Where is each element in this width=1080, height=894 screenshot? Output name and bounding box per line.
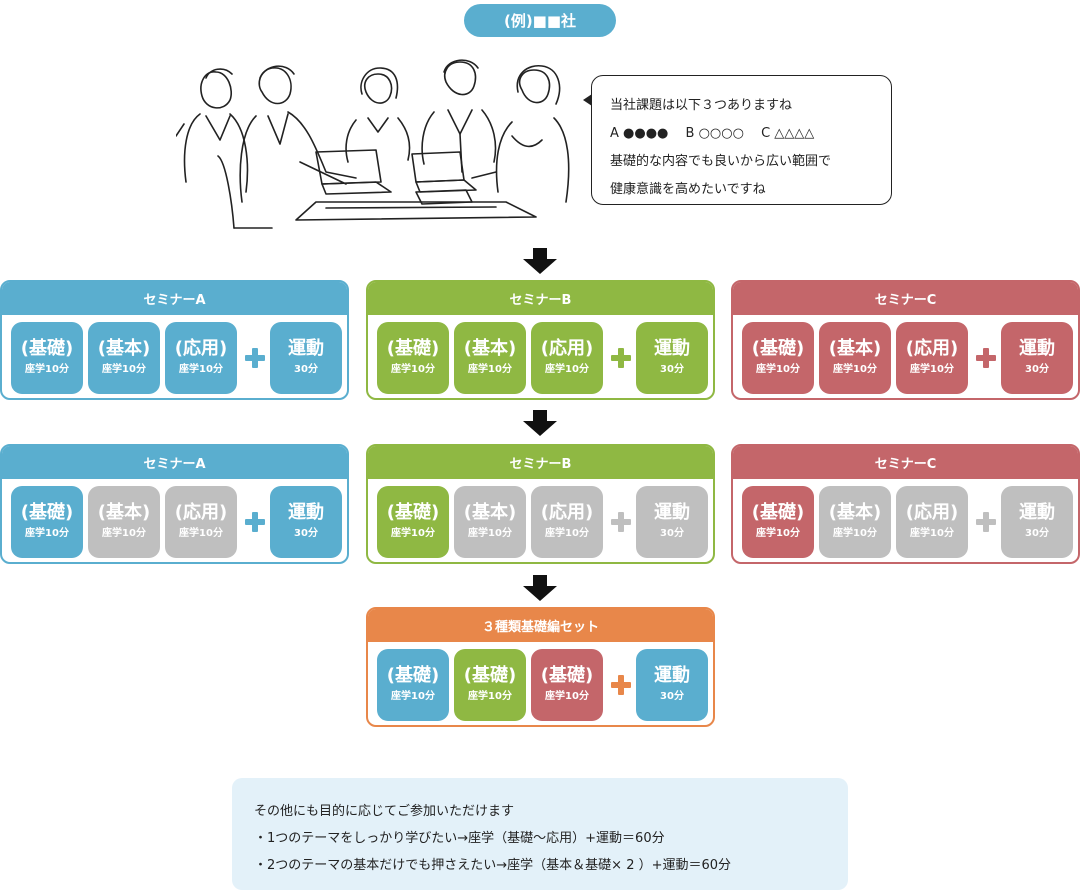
seminar-title: セミナーC bbox=[733, 446, 1078, 479]
lecture-tile-applied-inactive: (応用)座学10分 bbox=[531, 486, 603, 558]
lecture-tile-fundamental-inactive: (基本)座学10分 bbox=[454, 486, 526, 558]
down-arrow-icon bbox=[523, 575, 557, 601]
bubble-line: 基礎的な内容でも良いから広い範囲で bbox=[610, 154, 832, 169]
seminar-title: セミナーA bbox=[2, 446, 347, 479]
seminar-title: セミナーB bbox=[368, 282, 713, 315]
other-options-notes: その他にも目的に応じてご参加いただけます ・1つのテーマをしっかり学びたい→座学… bbox=[232, 778, 848, 890]
seminar-title: セミナーB bbox=[368, 446, 713, 479]
set-title: ３種類基礎編セット bbox=[368, 609, 713, 642]
plus-icon bbox=[611, 675, 631, 695]
down-arrow-icon bbox=[523, 410, 557, 436]
speech-bubble: 当社課題は以下３つありますね A ●●●● B ○○○○ C △△△△ 基礎的な… bbox=[583, 75, 892, 205]
plus-icon bbox=[611, 512, 631, 532]
lecture-tile-fundamental: (基本)座学10分 bbox=[88, 322, 160, 394]
lecture-tile-fundamental-inactive: (基本)座学10分 bbox=[88, 486, 160, 558]
lecture-tile-fundamental: (基本)座学10分 bbox=[819, 322, 891, 394]
notes-line: ・1つのテーマをしっかり学びたい→座学（基礎～応用）+運動＝60分 bbox=[254, 831, 665, 846]
plus-icon bbox=[245, 348, 265, 368]
basic-set-three-kinds: ３種類基礎編セット (基礎)座学10分 (基礎)座学10分 (基礎)座学10分 … bbox=[366, 607, 715, 727]
down-arrow-icon bbox=[523, 248, 557, 274]
lecture-tile-applied: (応用)座学10分 bbox=[165, 322, 237, 394]
lecture-tile-basic: (基礎)座学10分 bbox=[377, 322, 449, 394]
bubble-line: 健康意識を高めたいですね bbox=[610, 182, 766, 197]
set-tile-basic-b: (基礎)座学10分 bbox=[454, 649, 526, 721]
meeting-illustration bbox=[176, 59, 570, 229]
seminar-title: セミナーA bbox=[2, 282, 347, 315]
set-tile-basic-c: (基礎)座学10分 bbox=[531, 649, 603, 721]
plus-icon bbox=[976, 348, 996, 368]
lecture-tile-fundamental-inactive: (基本)座学10分 bbox=[819, 486, 891, 558]
lecture-tile-applied: (応用)座学10分 bbox=[896, 322, 968, 394]
lecture-tile-basic: (基礎)座学10分 bbox=[742, 322, 814, 394]
lecture-tile-applied-inactive: (応用)座学10分 bbox=[896, 486, 968, 558]
seminar-title: セミナーC bbox=[733, 282, 1078, 315]
lecture-tile-applied: (応用)座学10分 bbox=[531, 322, 603, 394]
plus-icon bbox=[976, 512, 996, 532]
company-label: (例)■■社 bbox=[464, 4, 616, 37]
lecture-tile-basic: (基礎)座学10分 bbox=[377, 486, 449, 558]
bubble-line: 当社課題は以下３つありますね bbox=[610, 98, 793, 113]
notes-line: その他にも目的に応じてご参加いただけます bbox=[254, 804, 515, 819]
bubble-line: A ●●●● B ○○○○ C △△△△ bbox=[610, 126, 815, 141]
lecture-tile-applied-inactive: (応用)座学10分 bbox=[165, 486, 237, 558]
lecture-tile-basic: (基礎)座学10分 bbox=[11, 322, 83, 394]
lecture-tile-basic: (基礎)座学10分 bbox=[11, 486, 83, 558]
lecture-tile-fundamental: (基本)座学10分 bbox=[454, 322, 526, 394]
plus-icon bbox=[611, 348, 631, 368]
lecture-tile-basic: (基礎)座学10分 bbox=[742, 486, 814, 558]
plus-icon bbox=[245, 512, 265, 532]
set-tile-basic-a: (基礎)座学10分 bbox=[377, 649, 449, 721]
notes-line: ・2つのテーマの基本だけでも押さえたい→座学（基本＆基礎× 2 ）+運動＝60分 bbox=[254, 858, 732, 873]
